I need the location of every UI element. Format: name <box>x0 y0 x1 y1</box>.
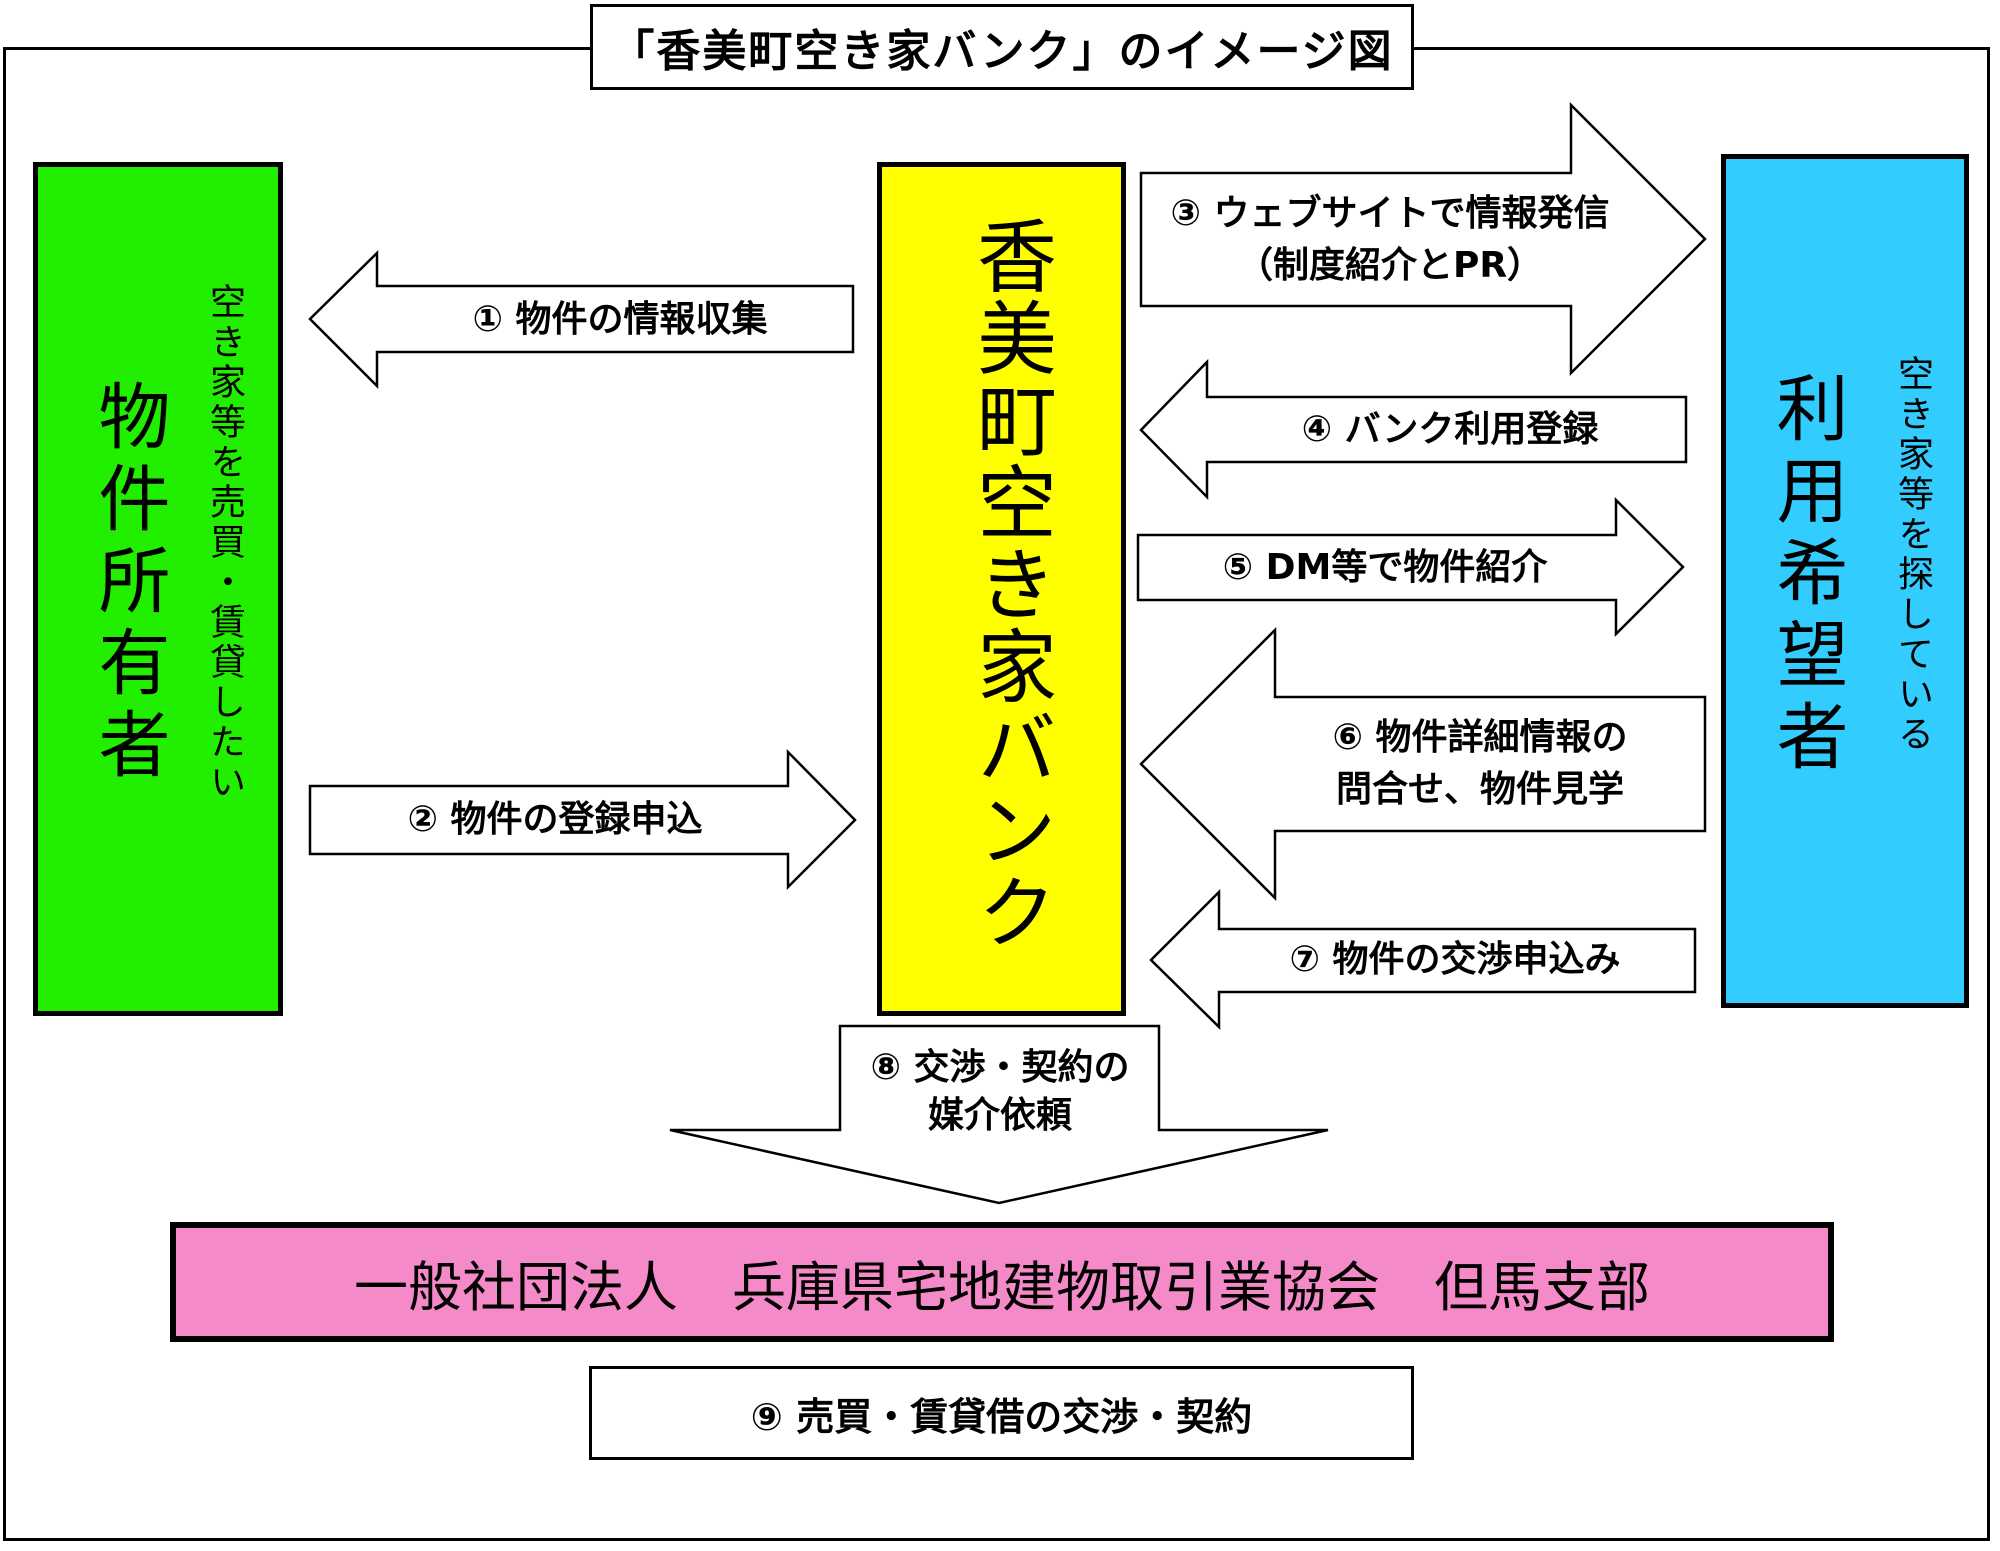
arrow-step7 <box>1149 888 1697 1030</box>
step1-label: ① 物件の情報収集 <box>472 299 768 340</box>
diagram-title: 「香美町空き家バンク」のイメージ図 <box>590 4 1414 90</box>
arrow-step3 <box>1139 101 1707 377</box>
association-box: 一般社団法人 兵庫県宅地建物取引業協会 但馬支部 <box>170 1222 1834 1342</box>
step5-label: ⑤ DM等で物件紹介 <box>1222 547 1548 588</box>
step7-label: ⑦ 物件の交渉申込み <box>1289 939 1621 980</box>
step9-box: ⑨ 売買・賃貸借の交渉・契約 <box>589 1366 1414 1460</box>
akiya-bank-label: 香美町空き家バンク <box>964 215 1057 953</box>
arrow-step2 <box>308 748 857 891</box>
step4-label: ④ バンク利用登録 <box>1301 409 1599 450</box>
arrow-step6 <box>1139 626 1707 902</box>
prospective-user-box: 利用希望者 空き家等を探している <box>1721 154 1969 1008</box>
arrow-step5 <box>1136 496 1685 638</box>
prospective-user-label: 利用希望者 <box>1764 371 1848 781</box>
property-owner-box: 物件所有者 空き家等を売買・賃貸したい <box>33 162 283 1016</box>
akiya-bank-box: 香美町空き家バンク <box>877 162 1126 1016</box>
property-owner-label: 物件所有者 <box>86 379 170 789</box>
arrow-step1 <box>308 250 855 390</box>
property-owner-desc: 空き家等を売買・賃貸したい <box>204 283 245 803</box>
step8-label-line2: 媒介依頼 <box>927 1095 1072 1136</box>
step6-label-line2: 問合せ、物件見学 <box>1335 769 1624 810</box>
step6-label-line1: ⑥ 物件詳細情報の <box>1332 717 1628 758</box>
step3-label-line1: ③ ウェブサイトで情報発信 <box>1170 193 1610 234</box>
arrow-step4 <box>1139 358 1688 501</box>
arrow-step8 <box>669 1024 1329 1205</box>
prospective-user-desc: 空き家等を探している <box>1892 355 1933 755</box>
step2-label: ② 物件の登録申込 <box>407 799 703 840</box>
step3-label-line2: （制度紹介とPR） <box>1236 245 1544 286</box>
step8-label-line1: ⑧ 交渉・契約の <box>870 1047 1130 1088</box>
